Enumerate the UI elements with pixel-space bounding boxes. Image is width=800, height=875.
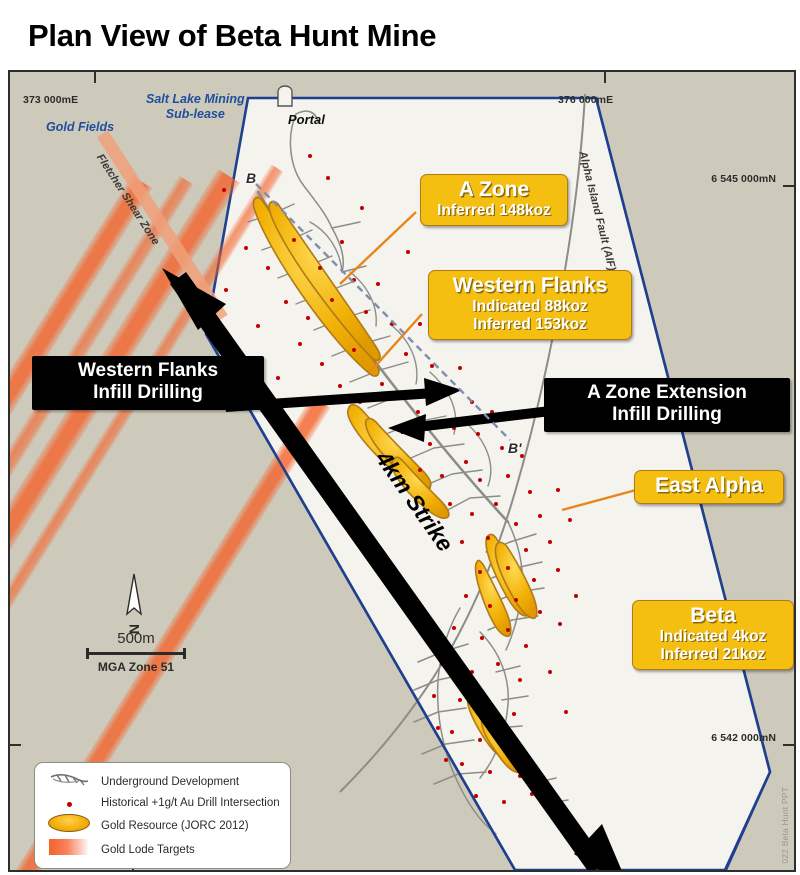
gold-fields-label: Gold Fields — [46, 120, 115, 134]
tick-left-mid — [10, 744, 21, 746]
callout-beta-title: Beta — [690, 604, 736, 627]
legend-item: Underground Development — [43, 770, 280, 793]
legend-item: Historical +1g/t Au Drill Intersection — [43, 793, 280, 813]
slide-watermark: 022 Beta Hunt PPT — [780, 787, 790, 864]
annotation-a-zone-extension-infill[interactable]: A Zone Extension Infill Drilling — [544, 378, 790, 432]
sublease-label: Salt Lake Mining Sub-lease — [146, 92, 245, 122]
callout-western-flanks-title: Western Flanks — [452, 274, 608, 297]
legend-label: Gold Resource (JORC 2012) — [101, 819, 249, 832]
map-legend: Underground Development Historical +1g/t… — [34, 762, 291, 869]
annotation-western-flanks-infill-line2: Infill Drilling — [93, 382, 203, 403]
tick-south — [783, 744, 794, 746]
callout-beta-line-1: Indicated 4koz — [659, 628, 767, 645]
coord-south: 6 542 000mN — [711, 732, 776, 744]
callout-beta[interactable]: Beta Indicated 4koz Inferred 21koz — [632, 600, 794, 670]
gold-lode-target-gradient-icon — [43, 838, 95, 861]
scale-bar-distance: 500m — [117, 630, 155, 647]
gold-resource-ellipse-icon — [43, 813, 95, 838]
scale-bar-graphic — [86, 648, 186, 659]
strike-extent-arrow — [162, 268, 622, 870]
tick-north — [783, 185, 794, 187]
callout-east-alpha-title: East Alpha — [655, 474, 763, 497]
north-arrow: N — [114, 572, 154, 637]
portal-symbol — [277, 85, 293, 107]
callout-east-alpha[interactable]: East Alpha — [634, 470, 784, 504]
callout-a-zone-line-1: Inferred 148koz — [437, 202, 551, 219]
page-title: Plan View of Beta Hunt Mine — [28, 18, 437, 53]
callout-western-flanks-line-1: Indicated 88koz — [472, 298, 588, 315]
callout-western-flanks[interactable]: Western Flanks Indicated 88koz Inferred … — [428, 270, 632, 340]
sublease-label-line1: Salt Lake Mining — [146, 92, 245, 106]
section-line-b-bprime — [255, 183, 511, 441]
sublease-label-line2: Sub-lease — [165, 107, 225, 121]
annotation-western-flanks-infill-line1: Western Flanks — [77, 360, 219, 381]
lease-outline-south — [204, 333, 517, 870]
lease-outline-east — [594, 97, 772, 870]
tick-west — [94, 72, 96, 83]
scale-bar-datum: MGA Zone 51 — [97, 660, 175, 674]
callout-western-flanks-line-2: Inferred 153koz — [473, 316, 587, 333]
annotation-a-zone-extension-infill-line1: A Zone Extension — [587, 382, 747, 403]
legend-item: Gold Lode Targets — [43, 838, 280, 861]
callout-beta-line-2: Inferred 21koz — [660, 646, 766, 663]
annotation-a-zone-extension-infill-line2: Infill Drilling — [612, 404, 722, 425]
underground-development-icon — [43, 770, 95, 793]
callout-leader-lines — [339, 211, 637, 512]
legend-label: Underground Development — [101, 775, 240, 788]
section-marker-b: B — [246, 170, 257, 186]
callout-a-zone-title: A Zone — [458, 178, 530, 201]
fletcher-shear-zone-band — [96, 130, 228, 322]
coord-east: 376 000mE — [558, 94, 614, 106]
legend-label: Historical +1g/t Au Drill Intersection — [101, 797, 280, 809]
section-marker-b-prime: B' — [508, 440, 522, 456]
map-canvas[interactable]: 373 000mE 376 000mE 6 545 000mN 6 542 00… — [8, 70, 796, 872]
drill-intersection-dot-icon — [43, 793, 95, 813]
tick-east — [604, 72, 606, 83]
portal-label: Portal — [288, 112, 325, 127]
callout-a-zone[interactable]: A Zone Inferred 148koz — [420, 174, 568, 226]
scale-bar: 500m MGA Zone 51 — [86, 630, 186, 674]
coord-west: 373 000mE — [23, 94, 79, 106]
legend-item: Gold Resource (JORC 2012) — [43, 813, 280, 838]
legend-label: Gold Lode Targets — [101, 843, 195, 856]
annotation-western-flanks-infill[interactable]: Western Flanks Infill Drilling — [32, 356, 264, 410]
western-flanks-infill-arrow — [225, 378, 462, 412]
coord-north: 6 545 000mN — [711, 173, 776, 185]
north-arrow-icon — [125, 573, 143, 616]
a-zone-extension-infill-arrow — [388, 406, 551, 442]
